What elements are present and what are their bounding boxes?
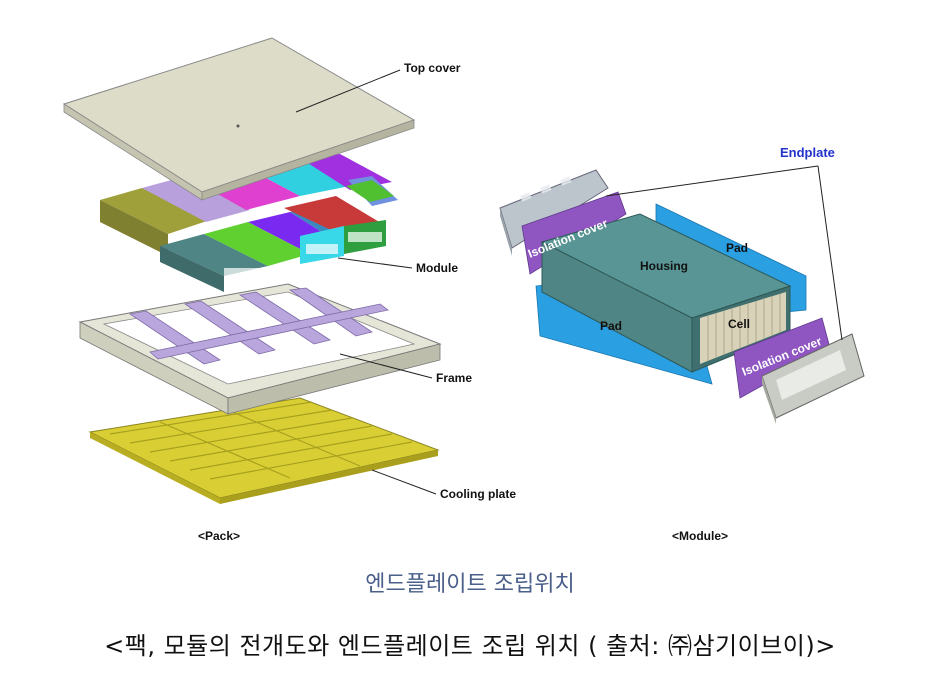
endplate-leader-lines	[605, 165, 843, 341]
module-caption: <Module>	[672, 529, 728, 543]
module-stack	[100, 154, 398, 292]
endplate-right	[761, 333, 865, 424]
frame-label: Frame	[436, 371, 472, 385]
frame	[78, 283, 442, 415]
figure-title: 엔드플레이트 조립위치	[365, 572, 575, 597]
pad-bottom-label: Pad	[600, 319, 622, 333]
pad-top-label: Pad	[726, 241, 748, 255]
endplate-label: Endplate	[780, 145, 835, 160]
housing-label: Housing	[640, 259, 688, 273]
pack-caption: <Pack>	[198, 529, 240, 543]
cell-label: Cell	[728, 317, 750, 331]
top-cover-label: Top cover	[404, 61, 461, 75]
module-exploded-view: Endplate Isolation cover Housing Pad Pad…	[499, 145, 865, 543]
pack-exploded-view: Top cover Module Frame Cooling plate <Pa…	[62, 37, 516, 543]
exploded-diagram: Top cover Module Frame Cooling plate <Pa…	[62, 37, 865, 543]
pack-leader-lines	[295, 69, 437, 495]
cooling-plate-label: Cooling plate	[440, 487, 516, 501]
top-cover	[62, 37, 416, 201]
figure-subtitle: <팩, 모듈의 전개도와 엔드플레이트 조립 위치 ( 출처: ㈜삼기이브이)>	[104, 632, 836, 660]
cooling-plate	[88, 397, 440, 504]
housing	[540, 213, 792, 373]
module-label: Module	[416, 261, 458, 275]
